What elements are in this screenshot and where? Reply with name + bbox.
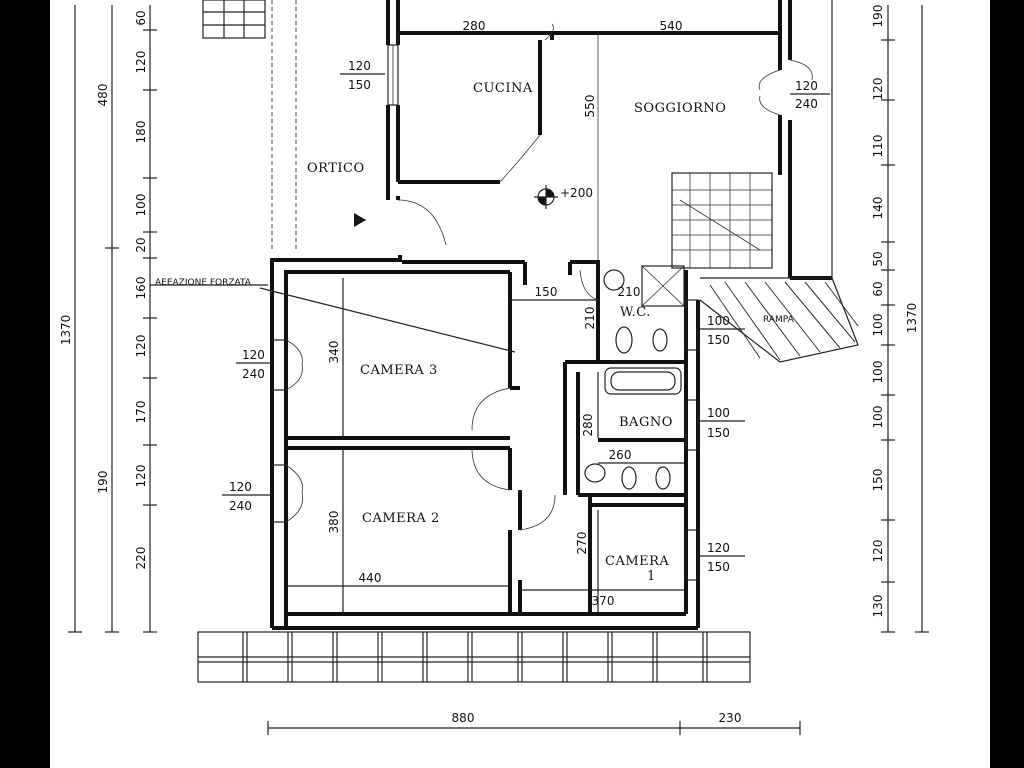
right-dimension-labels: 1370 190 120 110 140 50 60 100 100 100 1… xyxy=(871,5,919,618)
dim-bagno-260: 260 xyxy=(609,448,632,462)
dim-right-chain-2: 110 xyxy=(871,135,885,158)
dim-right-chain-11: 130 xyxy=(871,595,885,618)
room-wc-label: W.C. xyxy=(620,305,651,320)
paving-grid xyxy=(197,631,751,683)
room-camera1-label-b: 1 xyxy=(647,569,656,584)
elevation-label: +200 xyxy=(560,186,593,200)
dim-win-bagno-num: 100 xyxy=(707,406,730,420)
room-cucina-label: CUCINA xyxy=(473,81,533,96)
dim-win-wc-num: 100 xyxy=(707,314,730,328)
dim-win-sogg-num: 120 xyxy=(795,79,818,93)
dim-right-chain-8: 100 xyxy=(871,406,885,429)
dim-left-chain-0: 60 xyxy=(134,10,148,25)
dim-right-chain-9: 150 xyxy=(871,469,885,492)
upper-structure xyxy=(202,0,833,280)
dim-left-chain-8: 120 xyxy=(134,465,148,488)
dim-left-chain-4: 20 xyxy=(134,237,148,252)
dim-camera3-340: 340 xyxy=(327,341,341,364)
bottom-dimension: 880 230 xyxy=(267,711,801,735)
dim-win-wc-den: 150 xyxy=(707,333,730,347)
sanitary-fixtures xyxy=(584,265,685,490)
dim-right-chain-7: 100 xyxy=(871,361,885,384)
dim-top-280: 280 xyxy=(463,19,486,33)
dim-left-chain-7: 170 xyxy=(134,401,148,424)
dim-camera1-370: 370 xyxy=(592,594,615,608)
right-dimension-lines xyxy=(881,5,929,633)
dim-win-ortico-den: 150 xyxy=(348,78,371,92)
dim-win-cam3-den: 240 xyxy=(242,367,265,381)
dim-win-cam1-num: 120 xyxy=(707,541,730,555)
dim-right-total: 1370 xyxy=(905,303,919,334)
dim-bottom-230: 230 xyxy=(719,711,742,725)
dim-camera1-270: 270 xyxy=(575,532,589,555)
dim-bottom-880: 880 xyxy=(452,711,475,725)
dim-top-540: 540 xyxy=(660,19,683,33)
aerazione-label: AEEAZIONE FORZATA xyxy=(155,278,252,288)
dim-right-chain-10: 120 xyxy=(871,540,885,563)
dim-right-chain-3: 140 xyxy=(871,197,885,220)
left-dimension-lines xyxy=(68,5,268,633)
room-camera1-label-a: CAMERA xyxy=(605,554,669,569)
dim-left-total: 1370 xyxy=(59,315,73,346)
dim-win-cam1-den: 150 xyxy=(707,560,730,574)
dim-left-480: 480 xyxy=(96,84,110,107)
drawing-area xyxy=(50,0,990,768)
rampa-hatch xyxy=(699,277,859,363)
dim-left-chain-9: 220 xyxy=(134,547,148,570)
dim-win-ortico-num: 120 xyxy=(348,59,371,73)
dim-left-chain-2: 180 xyxy=(134,121,148,144)
dim-left-chain-6: 120 xyxy=(134,335,148,358)
dim-win-sogg-den: 240 xyxy=(795,97,818,111)
dim-left-chain-5: 160 xyxy=(134,277,148,300)
dim-right-chain-6: 100 xyxy=(871,314,885,337)
left-dimension-labels: 1370 480 190 60 120 180 100 20 160 120 1… xyxy=(59,10,148,569)
room-labels: ORTICO CUCINA SOGGIORNO CAMERA 3 CAMERA … xyxy=(155,81,795,584)
dim-wc-210-h: 210 xyxy=(618,285,641,299)
room-ortico-label: ORTICO xyxy=(307,161,365,176)
dim-wc-210-v: 210 xyxy=(583,307,597,330)
dim-camera2-440: 440 xyxy=(359,571,382,585)
dim-right-chain-1: 120 xyxy=(871,78,885,101)
dim-right-chain-5: 60 xyxy=(871,281,885,296)
room-soggiorno-label: SOGGIORNO xyxy=(634,101,726,116)
dim-hall-150: 150 xyxy=(535,285,558,299)
main-walls xyxy=(259,255,700,630)
dim-left-chain-3: 100 xyxy=(134,194,148,217)
dim-right-chain-4: 50 xyxy=(871,251,885,266)
rampa-label: RAMPA xyxy=(763,315,795,325)
room-camera3-label: CAMERA 3 xyxy=(360,363,438,378)
room-bagno-label: BAGNO xyxy=(619,415,673,430)
interior-dimension-labels: 280 540 550 120 150 120 240 340 120 240 … xyxy=(222,19,830,608)
dim-right-chain-0: 190 xyxy=(871,5,885,28)
dim-bagno-280: 280 xyxy=(581,414,595,437)
dim-win-bagno-den: 150 xyxy=(707,426,730,440)
dim-left-chain-1: 120 xyxy=(134,51,148,74)
dim-win-cam2-den: 240 xyxy=(229,499,252,513)
dim-left-190: 190 xyxy=(96,471,110,494)
dim-soggiorno-550: 550 xyxy=(583,95,597,118)
room-camera2-label: CAMERA 2 xyxy=(362,511,440,526)
dim-camera2-380: 380 xyxy=(327,511,341,534)
dim-win-cam3-num: 120 xyxy=(242,348,265,362)
dim-win-cam2-num: 120 xyxy=(229,480,252,494)
